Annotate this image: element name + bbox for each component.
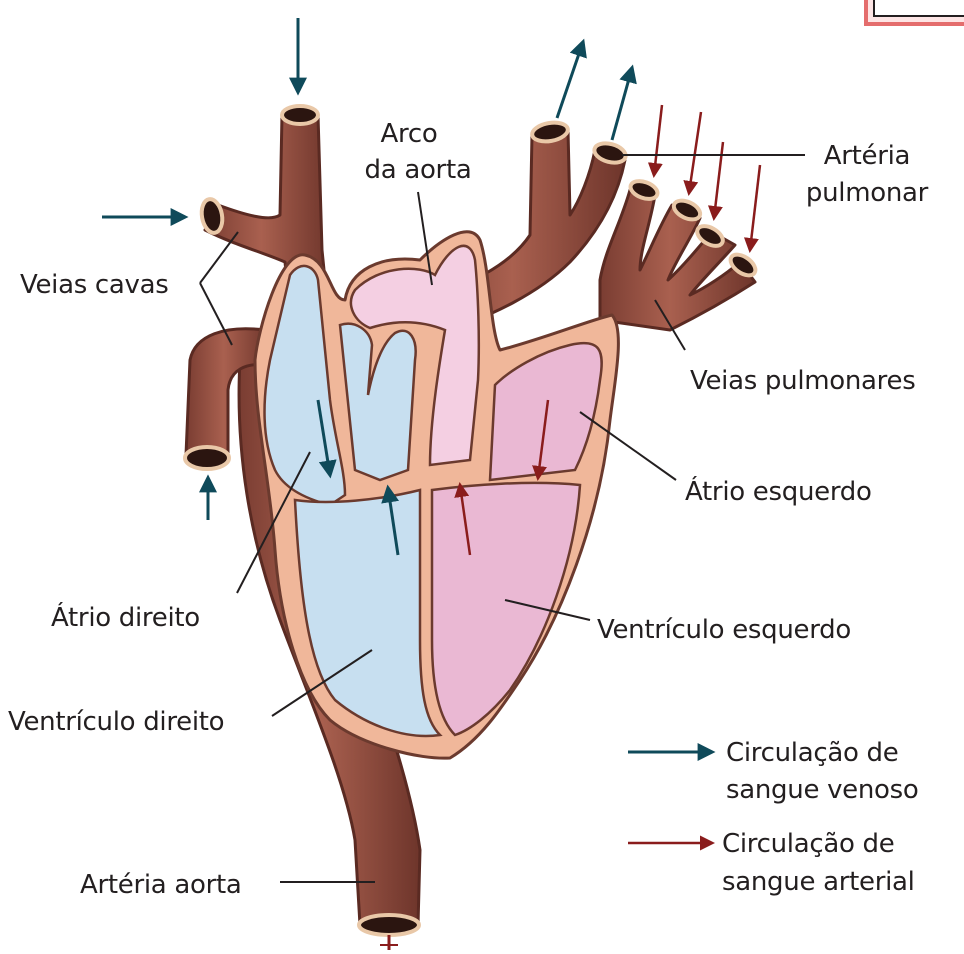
label-ventriculo-direito: Ventrículo direito	[8, 707, 224, 737]
label-veias-cavas: Veias cavas	[20, 270, 169, 300]
label-arteria-pulmonar-line1: Artéria	[824, 141, 910, 171]
legend-arterial-line2: sangue arterial	[722, 867, 915, 897]
label-atrio-esquerdo: Átrio esquerdo	[685, 475, 872, 507]
label-arco-da-aorta-line2: da aorta	[365, 155, 472, 185]
label-veias-pulmonares: Veias pulmonares	[690, 366, 915, 396]
label-atrio-direito: Átrio direito	[51, 601, 200, 633]
corner-frame	[866, 0, 964, 24]
legend-venoso-line1: Circulação de	[726, 738, 898, 768]
label-arteria-pulmonar-line2: pulmonar	[806, 178, 929, 208]
legend-arterial-line1: Circulação de	[722, 829, 894, 859]
legend-venoso-line2: sangue venoso	[726, 775, 919, 805]
pulmonary-veins	[600, 178, 759, 330]
label-arco-da-aorta-line1: Arco	[381, 119, 438, 149]
legend: Circulação de sangue venoso Circulação d…	[628, 738, 919, 897]
label-ventriculo-esquerdo: Ventrículo esquerdo	[597, 615, 851, 645]
label-arteria-aorta: Artéria aorta	[80, 870, 242, 900]
